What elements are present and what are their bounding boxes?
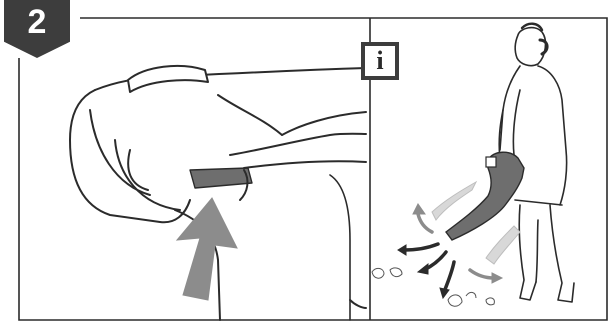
up-arrow-icon bbox=[175, 197, 238, 301]
swing-direction-arrows bbox=[397, 203, 504, 300]
info-icon: i bbox=[361, 42, 399, 80]
leaves-icon bbox=[371, 267, 495, 307]
blower-handle-illustration bbox=[69, 64, 367, 321]
ghost-position-left bbox=[431, 180, 478, 221]
step-number: 2 bbox=[27, 3, 47, 41]
info-symbol: i bbox=[365, 46, 395, 76]
blower-tool bbox=[445, 151, 525, 241]
ghost-position-right bbox=[485, 225, 521, 265]
operator-with-ear-protection bbox=[498, 22, 575, 303]
